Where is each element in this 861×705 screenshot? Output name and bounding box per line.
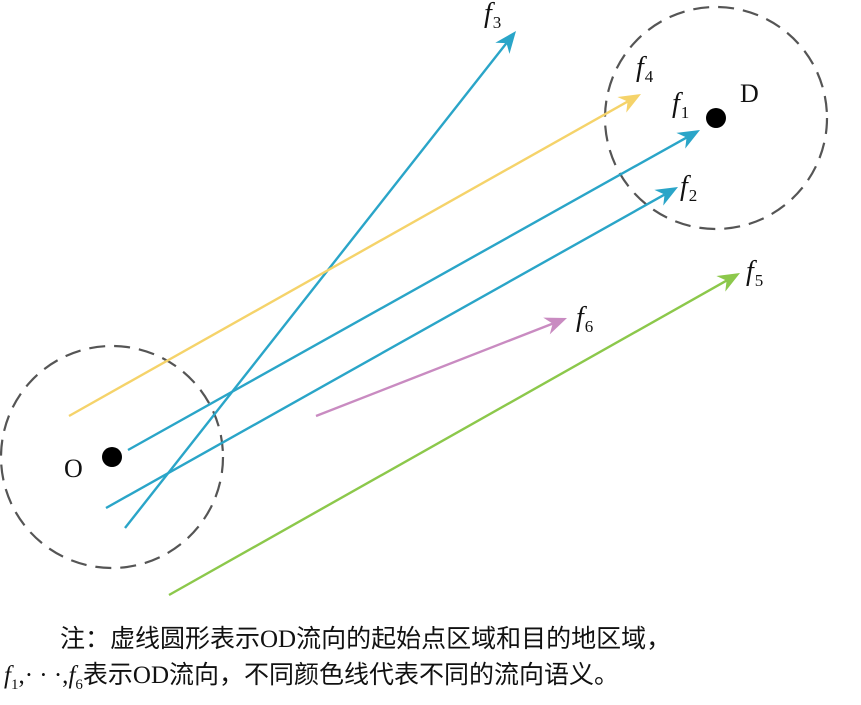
flow-f2: f2 bbox=[105, 171, 697, 510]
label-f5: f5 bbox=[746, 256, 763, 290]
label-f4: f4 bbox=[636, 52, 654, 86]
arrowhead-icon bbox=[676, 130, 700, 149]
label-destination: D bbox=[740, 79, 759, 108]
label-f2: f2 bbox=[680, 171, 697, 205]
flow-f4: f4 bbox=[68, 52, 654, 418]
label-f6: f6 bbox=[576, 302, 593, 336]
caption-line-2: f1,· · ·,f6表示OD流向，不同颜色线代表不同的流向语义。 bbox=[4, 662, 620, 693]
flow-f6: f6 bbox=[315, 302, 593, 418]
label-f1: f1 bbox=[672, 88, 689, 122]
label-origin: O bbox=[64, 454, 83, 483]
caption-f1: f bbox=[4, 662, 11, 689]
point-destination bbox=[706, 108, 726, 128]
arrowhead-icon bbox=[617, 94, 641, 113]
flow-f1: f1 bbox=[127, 88, 700, 452]
point-origin bbox=[102, 447, 122, 467]
arrowhead-icon bbox=[716, 273, 740, 292]
label-f3: f3 bbox=[484, 0, 501, 32]
arrowhead-icon bbox=[543, 317, 567, 335]
region-origin: O bbox=[0, 344, 225, 570]
arrowhead-icon bbox=[654, 187, 678, 206]
region-destination: D bbox=[603, 5, 829, 231]
flow-f5: f5 bbox=[168, 256, 763, 597]
od-flow-diagram: O Df1 f2 f3 f4 f5 f6 bbox=[0, 0, 829, 597]
flow-f3: f3 bbox=[124, 0, 516, 529]
arrowhead-icon bbox=[495, 31, 516, 54]
caption-line-1: 注：虚线圆形表示OD流向的起始点区域和目的地区域， bbox=[60, 626, 672, 653]
